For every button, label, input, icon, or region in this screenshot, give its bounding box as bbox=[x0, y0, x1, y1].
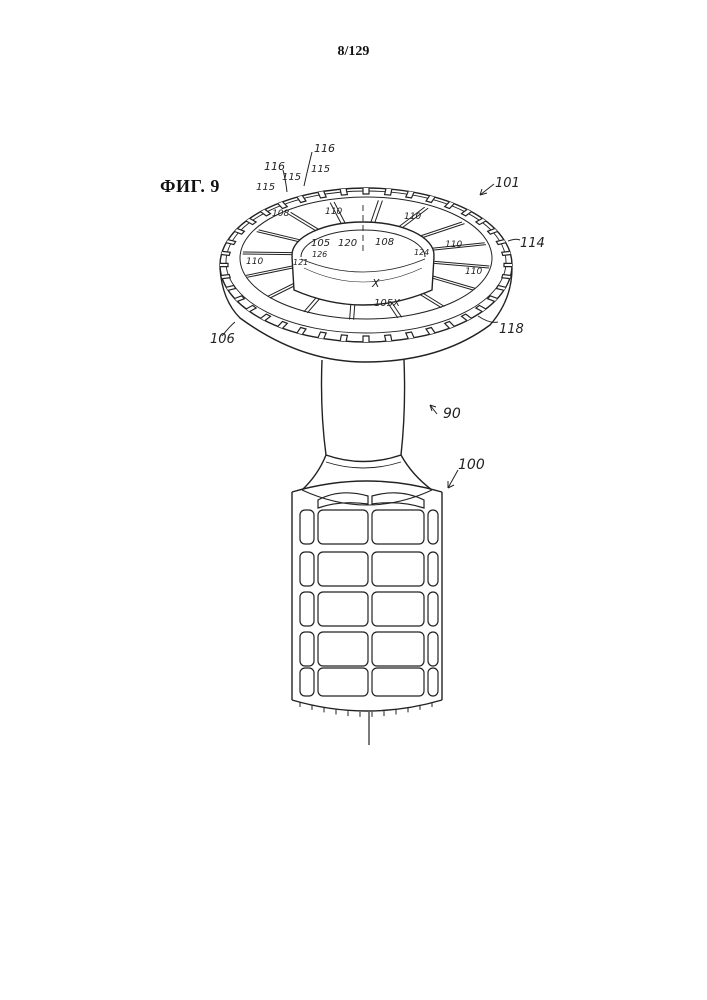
rim-tooth bbox=[220, 263, 228, 266]
ref-108: 108 bbox=[375, 237, 394, 248]
ref-115-a: 115 bbox=[256, 182, 275, 193]
rim-tooth bbox=[406, 191, 414, 198]
ref-124: 124 bbox=[414, 248, 429, 257]
cage-window bbox=[318, 632, 368, 666]
rim-tooth bbox=[318, 332, 326, 339]
ref-110-c: 110 bbox=[445, 240, 462, 250]
ref-101: 101 bbox=[495, 176, 520, 191]
cage-window bbox=[372, 552, 424, 586]
cage-window bbox=[428, 552, 438, 586]
ref-110-b: 110 bbox=[404, 212, 421, 222]
cage-window bbox=[300, 632, 314, 666]
radial-rib-edge bbox=[259, 230, 302, 240]
ref-105x: 105X bbox=[374, 298, 401, 309]
radial-rib bbox=[288, 214, 318, 232]
rim-tooth bbox=[318, 191, 326, 198]
cage-window bbox=[428, 632, 438, 666]
cage-window bbox=[300, 510, 314, 544]
rim-tooth bbox=[502, 275, 511, 279]
rim-tooth bbox=[340, 335, 347, 341]
cage-window bbox=[372, 632, 424, 666]
ref-100: 100 bbox=[458, 457, 485, 473]
rim-tooth bbox=[340, 189, 347, 195]
cage-window bbox=[428, 510, 438, 544]
rim-tooth bbox=[406, 332, 414, 339]
cage-window-top bbox=[318, 493, 368, 508]
radial-rib-edge bbox=[421, 224, 464, 238]
radial-rib-edge bbox=[246, 266, 293, 276]
ref-120: 120 bbox=[338, 238, 357, 249]
cage-window-top bbox=[372, 493, 424, 508]
cage-window bbox=[300, 592, 314, 626]
cage-window bbox=[372, 510, 424, 544]
ref-121: 121 bbox=[293, 258, 308, 267]
rim-tooth bbox=[363, 188, 369, 194]
radial-rib bbox=[247, 268, 294, 278]
cage-window bbox=[300, 552, 314, 586]
radial-rib-edge bbox=[291, 212, 321, 230]
cage-window bbox=[372, 592, 424, 626]
radial-rib bbox=[370, 200, 378, 224]
radial-rib bbox=[257, 232, 300, 242]
rim-tooth bbox=[502, 251, 511, 255]
ref-90: 90 bbox=[443, 406, 461, 422]
cage-window bbox=[300, 668, 314, 696]
radial-rib-edge bbox=[243, 252, 292, 253]
ref-115-c: 115 bbox=[311, 164, 330, 175]
radial-rib bbox=[243, 254, 292, 255]
cage-window bbox=[428, 668, 438, 696]
radial-rib-edge bbox=[374, 201, 382, 225]
ref-115-b: 115 bbox=[282, 172, 301, 183]
cage-window bbox=[318, 592, 368, 626]
ref-114: 114 bbox=[520, 236, 545, 251]
radial-rib bbox=[419, 222, 462, 237]
ref-105: 105 bbox=[311, 238, 330, 249]
rim-tooth bbox=[363, 336, 369, 342]
ref-126: 126 bbox=[312, 250, 327, 259]
rim-tooth bbox=[385, 189, 392, 195]
cage-window bbox=[318, 510, 368, 544]
ref-110-e: 110 bbox=[246, 257, 263, 267]
cage bbox=[292, 481, 442, 745]
ref-116-b: 116 bbox=[314, 142, 335, 155]
reference-numerals bbox=[222, 152, 520, 488]
ref-x: X bbox=[371, 277, 380, 290]
rim-tooth bbox=[504, 263, 512, 266]
cage-window bbox=[428, 592, 438, 626]
cage-window bbox=[318, 552, 368, 586]
cage-window bbox=[372, 668, 424, 696]
neck bbox=[302, 360, 432, 505]
ref-110-d: 110 bbox=[465, 267, 482, 277]
rim-tooth bbox=[221, 251, 230, 255]
ref-118: 118 bbox=[499, 322, 524, 337]
rim-tooth bbox=[221, 275, 230, 279]
rim-tooth bbox=[385, 335, 392, 341]
ref-106: 106 bbox=[210, 332, 235, 347]
ref-108-top: 108 bbox=[272, 209, 289, 219]
cage-window bbox=[318, 668, 368, 696]
ref-110-a: 110 bbox=[325, 207, 342, 217]
